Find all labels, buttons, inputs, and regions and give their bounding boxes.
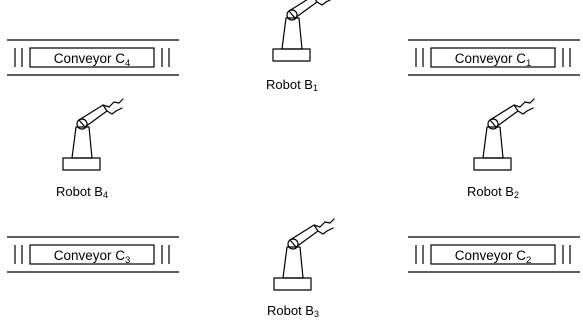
robot-b4: Robot B4: [56, 98, 124, 200]
conveyor-c3: Conveyor C3: [6, 236, 180, 273]
conveyor-c3-label: Conveyor C3: [54, 248, 131, 266]
conveyor-c2-label: Conveyor C2: [455, 248, 532, 266]
robot-b2-label: Robot B2: [467, 184, 519, 200]
robot-b4-label: Robot B4: [56, 184, 108, 200]
conveyor-c1: Conveyor C1: [407, 39, 581, 76]
robot-arm-icon: [272, 0, 334, 62]
robot-b2: Robot B2: [467, 98, 535, 200]
conveyor-c2: Conveyor C2: [407, 236, 581, 273]
robot-arm-icon: [273, 218, 335, 291]
robot-b3: Robot B3: [267, 218, 335, 319]
robot-arm-icon: [62, 98, 124, 171]
conveyor-c1-label: Conveyor C1: [455, 51, 532, 69]
robot-b1: Robot B1: [266, 0, 334, 93]
robot-b1-label: Robot B1: [266, 77, 318, 93]
conveyor-c4: Conveyor C4: [6, 39, 180, 76]
conveyor-c4-label: Conveyor C4: [54, 51, 131, 69]
robot-arm-icon: [473, 98, 535, 171]
robot-b3-label: Robot B3: [267, 303, 319, 319]
